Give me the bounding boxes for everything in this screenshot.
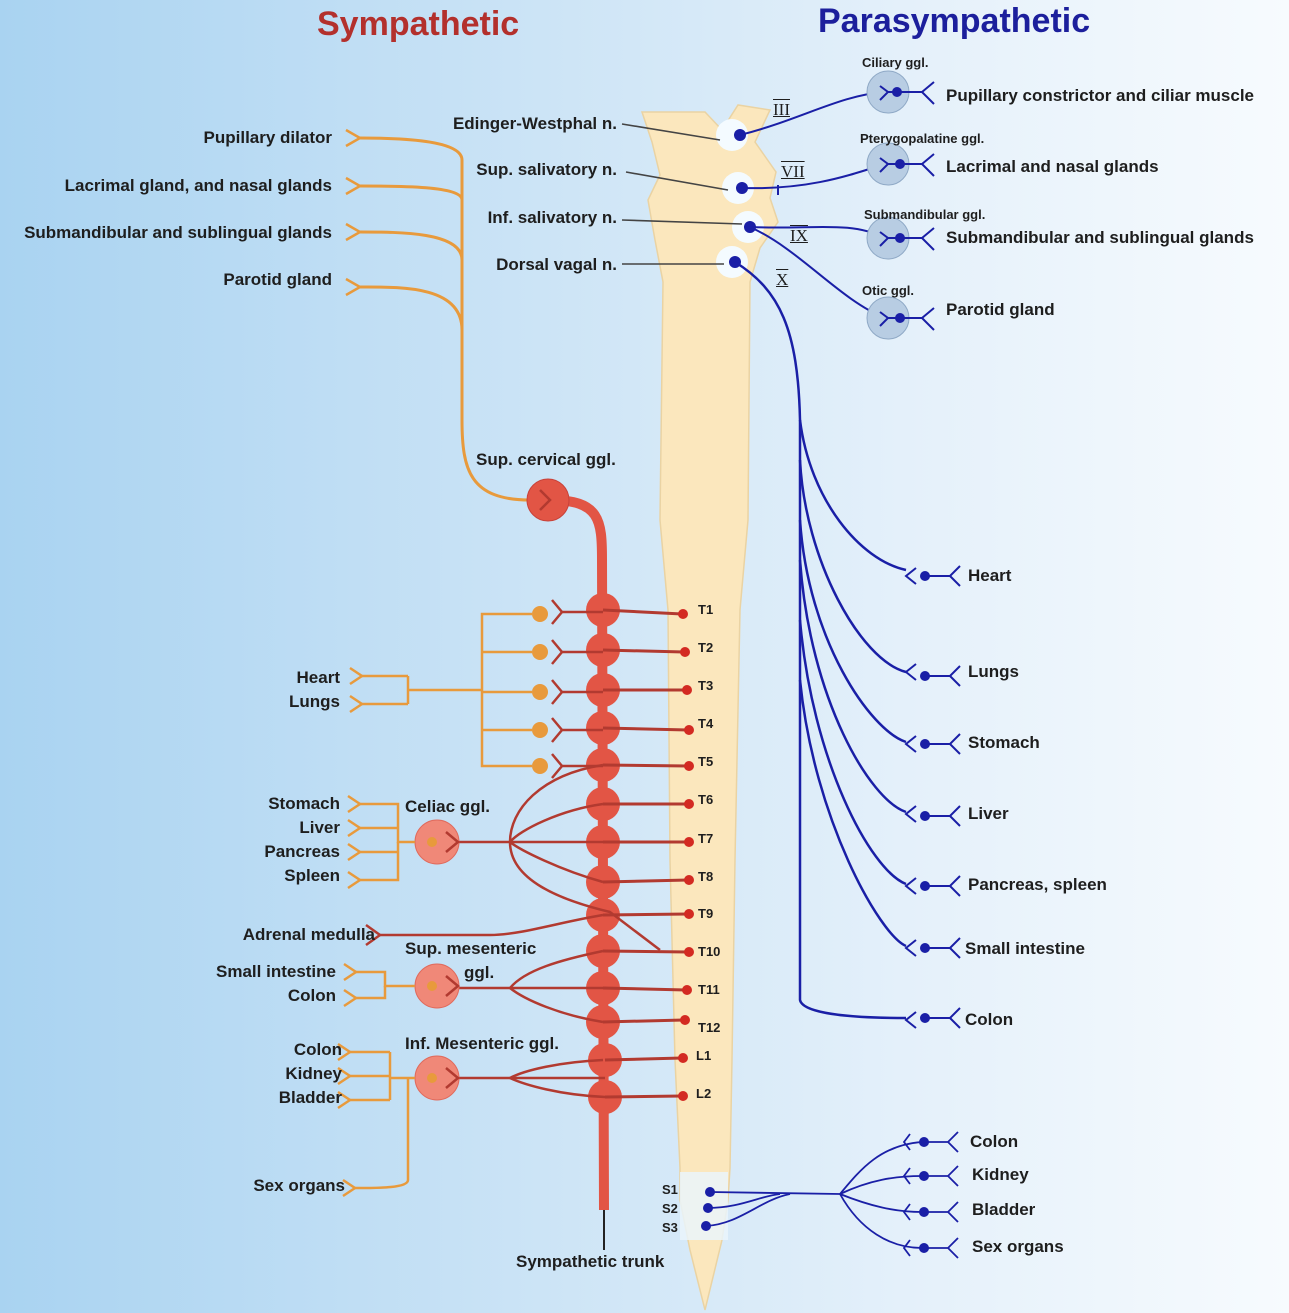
cn-iii-label: III [773,100,790,120]
sacral-outflow [706,1142,922,1248]
segment-l1: L1 [696,1046,711,1066]
symp-target-bladder: Bladder [279,1088,342,1108]
label-inf-salivatory: Inf. salivatory n. [488,208,617,228]
spinal-cord [642,105,778,1310]
sympathetic-heading: Sympathetic [317,4,519,44]
label-otic-ggl: Otic ggl. [862,281,914,301]
label-sup-mesenteric-ggl-2: ggl. [464,963,494,983]
symp-target-lacrimal: Lacrimal gland, and nasal glands [65,176,332,196]
sacral-terminals [904,1132,958,1258]
segment-t1: T1 [698,600,713,620]
sympathetic-cephalic-terminals [346,130,360,295]
cn-ix-label: IX [790,226,808,246]
sacral-s3: S3 [662,1218,678,1238]
sacral-s2: S2 [662,1199,678,1219]
symp-target-lungs: Lungs [289,692,340,712]
segment-t4: T4 [698,714,713,734]
cn-x-label: X [776,270,788,290]
label-sympathetic-trunk: Sympathetic trunk [516,1252,664,1272]
segment-t6: T6 [698,790,713,810]
thoracic-postganglionic [350,600,603,778]
vagal-terminal-dots [920,571,930,1023]
vagal-target-liver: Liver [968,804,1009,824]
symp-target-small-intestine: Small intestine [216,962,336,982]
abdominal-postganglionic [338,796,415,1196]
para-target-lacrimal: Lacrimal and nasal glands [946,157,1159,177]
vagal-target-heart: Heart [968,566,1011,586]
symp-target-submandibular: Submandibular and sublingual glands [24,223,332,243]
label-dorsal-vagal: Dorsal vagal n. [496,255,617,275]
sacral-s1: S1 [662,1180,678,1200]
symp-target-pupillary-dilator: Pupillary dilator [204,128,332,148]
label-inf-mesenteric-ggl: Inf. Mesenteric ggl. [405,1034,559,1054]
segment-l2: L2 [696,1084,711,1104]
symp-target-liver: Liver [299,818,340,838]
para-target-submandibular: Submandibular and sublingual glands [946,228,1254,248]
symp-target-adrenal-medulla: Adrenal medulla [243,925,375,945]
vagal-target-colon: Colon [965,1010,1013,1030]
segment-t9: T9 [698,904,713,924]
segment-t8: T8 [698,867,713,887]
segment-t3: T3 [698,676,713,696]
sacral-target-bladder: Bladder [972,1200,1035,1220]
sacral-dots [701,1137,929,1253]
vagal-target-stomach: Stomach [968,733,1040,753]
sup-cervical-ganglion [527,479,569,521]
label-sup-salivatory: Sup. salivatory n. [476,160,617,180]
vagal-terminals [906,566,960,1028]
sacral-target-sex-organs: Sex organs [972,1237,1064,1257]
segment-t10: T10 [698,942,720,962]
vagal-target-pancreas-spleen: Pancreas, spleen [968,875,1107,895]
symp-target-pancreas: Pancreas [264,842,340,862]
vagal-target-lungs: Lungs [968,662,1019,682]
prevertebral-ganglia [415,820,459,1100]
symp-target-kidney: Kidney [285,1064,342,1084]
label-ciliary-ggl: Ciliary ggl. [862,53,928,73]
symp-target-stomach: Stomach [268,794,340,814]
cn-vii-label: VII [781,162,805,182]
sacral-target-colon: Colon [970,1132,1018,1152]
label-edinger-westphal: Edinger-Westphal n. [453,114,617,134]
symp-target-sex-organs: Sex organs [253,1176,345,1196]
vagal-target-small-intestine: Small intestine [965,939,1085,959]
label-sup-mesenteric-ggl-1: Sup. mesenteric [405,939,536,959]
symp-target-heart: Heart [297,668,340,688]
parasympathetic-heading: Parasympathetic [818,1,1090,41]
segment-t7: T7 [698,829,713,849]
label-sup-cervical-ggl: Sup. cervical ggl. [476,450,616,470]
para-target-pupillary: Pupillary constrictor and ciliar muscle [946,86,1254,106]
label-celiac-ggl: Celiac ggl. [405,797,490,817]
symp-target-colon-im: Colon [294,1040,342,1060]
segment-t12: T12 [698,1018,720,1038]
segment-t11: T11 [698,980,720,1000]
sympathetic-cephalic-fibers [360,138,530,500]
vagus-nerve [735,262,906,1018]
symp-target-colon-sm: Colon [288,986,336,1006]
sacral-target-kidney: Kidney [972,1165,1029,1185]
label-pterygopalatine-ggl: Pterygopalatine ggl. [860,129,984,149]
label-submandibular-ggl: Submandibular ggl. [864,205,985,225]
segment-t2: T2 [698,638,713,658]
para-target-parotid: Parotid gland [946,300,1055,320]
symp-target-parotid: Parotid gland [223,270,332,290]
segment-t5: T5 [698,752,713,772]
symp-target-spleen: Spleen [284,866,340,886]
